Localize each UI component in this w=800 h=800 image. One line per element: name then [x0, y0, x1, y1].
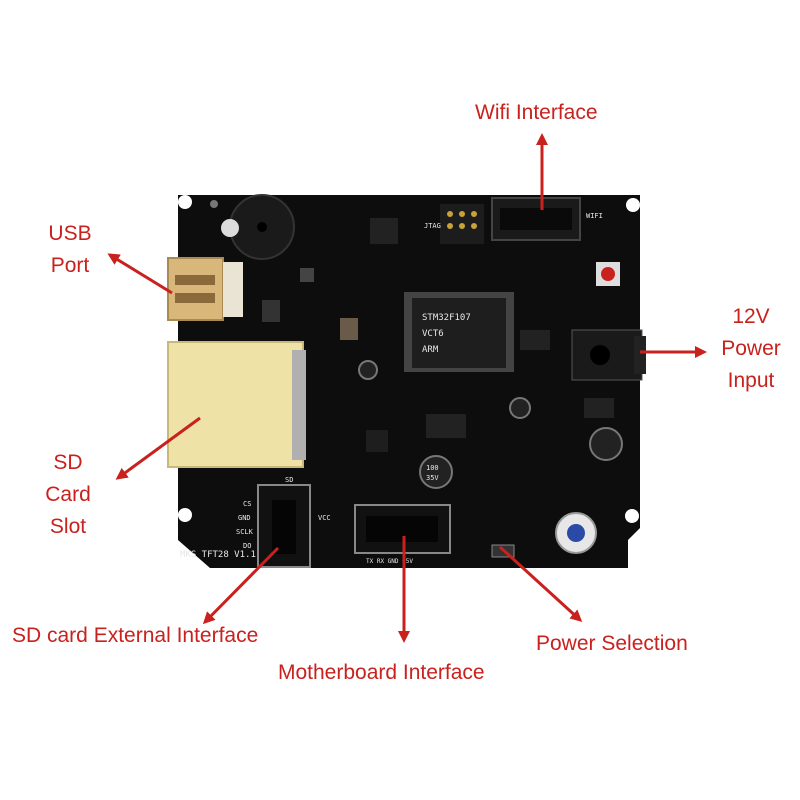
capacitor	[589, 427, 623, 461]
callout-power-line3: Input	[727, 369, 775, 392]
mounting-hole	[178, 508, 192, 522]
arrow-sd-external	[202, 546, 280, 625]
mcu-chip: STM32F107 VCT6 ARM	[404, 292, 514, 372]
silk-motherboard-pins: TX RX GND +5V	[366, 558, 413, 565]
arrow-power-selection	[498, 545, 583, 623]
callout-usb-line2: Port	[50, 254, 90, 277]
mounting-hole	[210, 200, 218, 208]
silk-sclk: SCLK	[236, 528, 254, 536]
cap-label-2: 35V	[426, 474, 439, 482]
callout-sd-line2: Card	[45, 483, 91, 506]
silk-gnd: GND	[238, 514, 251, 522]
chip-label-2: VCT6	[422, 329, 444, 339]
chip-label-3: ARM	[422, 345, 439, 355]
callout-power-line1: 12V	[732, 305, 770, 328]
silk-sd: SD	[285, 476, 293, 484]
mounting-hole	[625, 509, 639, 523]
callout-sd-line1: SD	[53, 451, 83, 474]
arrows	[107, 133, 707, 643]
callout-sd-card-slot: SD Card Slot	[28, 447, 108, 543]
mounting-hole	[626, 198, 640, 212]
pcb-board: JTAG WIFI STM32F107 VCT6 ARM 100	[167, 194, 646, 568]
silk-wifi: WIFI	[586, 212, 603, 220]
wifi-header: WIFI	[491, 197, 603, 241]
board-model-label: MKS TFT28 V1.1	[180, 550, 256, 560]
callout-sd-external-interface: SD card External Interface	[12, 624, 259, 647]
cap-label-1: 100	[426, 464, 439, 472]
arrow-sd-slot	[115, 416, 201, 480]
buzzer	[221, 194, 295, 260]
arrow-usb	[107, 253, 173, 295]
callout-usb-port: USB Port	[30, 218, 110, 282]
silk-jtag: JTAG	[424, 222, 441, 230]
callout-power-selection: Power Selection	[536, 632, 688, 655]
sd-external-header: SD CS GND SCLK DO VCC	[236, 476, 331, 568]
callout-power-input: 12V Power Input	[708, 301, 794, 397]
silk-do: DO	[243, 542, 251, 550]
silk-vcc: VCC	[318, 514, 331, 522]
callout-power-line2: Power	[721, 337, 781, 360]
callout-wifi-interface: Wifi Interface	[475, 101, 598, 124]
chip-label-1: STM32F107	[422, 313, 471, 323]
sd-card-slot	[167, 341, 306, 468]
capacitor: 100 35V	[419, 455, 453, 489]
callout-usb-line1: USB	[48, 222, 92, 245]
board-outline	[178, 195, 640, 568]
jtag-header: JTAG	[424, 204, 484, 244]
silk-cs: CS	[243, 500, 251, 508]
callout-motherboard-interface: Motherboard Interface	[278, 661, 485, 684]
mounting-hole	[178, 195, 192, 209]
callout-sd-line3: Slot	[49, 515, 87, 538]
usb-port	[167, 257, 243, 321]
power-jack	[571, 329, 646, 381]
